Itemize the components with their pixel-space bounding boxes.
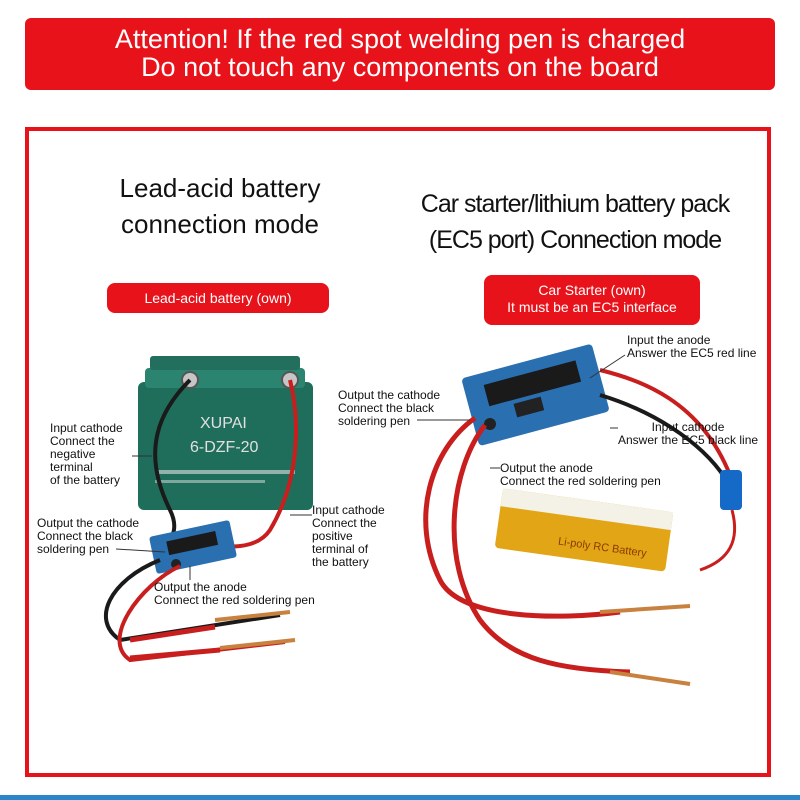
lead-acid-battery: XUPAI 6-DZF-20 xyxy=(138,356,313,510)
label-output-anode-left: Output the anode Connect the red solderi… xyxy=(154,580,315,607)
left-heading: Lead-acid battery connection mode xyxy=(95,170,345,242)
right-badge-line-2: It must be an EC5 interface xyxy=(507,299,677,315)
right-heading-line-1: Car starter/lithium battery pack xyxy=(420,190,730,218)
left-heading-line-1: Lead-acid battery xyxy=(119,173,321,203)
right-heading-line-2: (EC5 port) Connection mode xyxy=(428,226,722,254)
label-output-cathode-left: Output the cathode Connect the black sol… xyxy=(37,516,140,556)
label-output-anode-right: Output the anode Connect the red solderi… xyxy=(500,461,661,488)
left-spot-welder-board xyxy=(149,520,237,574)
label-output-cathode-right: Output the cathode Connect the black sol… xyxy=(338,388,441,428)
bottom-accent-bar xyxy=(0,795,800,800)
left-heading-line-2: connection mode xyxy=(120,209,320,239)
lipo-battery-pack: Li-poly RC Battery xyxy=(495,488,674,572)
label-input-anode-right: Input the anode Answer the EC5 red line xyxy=(627,333,757,360)
label-input-cathode-positive: Input cathode Connect the positive termi… xyxy=(312,503,385,569)
right-badge-line-1: Car Starter (own) xyxy=(538,282,646,298)
warning-line-2: Do not touch any components on the board xyxy=(141,52,659,82)
battery-model-text: 6-DZF-20 xyxy=(190,439,259,456)
right-source-badge: Car Starter (own) It must be an EC5 inte… xyxy=(484,275,700,325)
right-heading: Car starter/lithium battery pack (EC5 po… xyxy=(395,186,755,258)
ec5-connector xyxy=(720,470,742,510)
right-spot-welder-board xyxy=(462,344,609,446)
label-input-cathode-right: Input cathode Answer the EC5 black line xyxy=(618,420,759,447)
diagram-frame xyxy=(25,127,771,777)
warning-line-1: Attention! If the red spot welding pen i… xyxy=(114,24,686,54)
left-source-badge: Lead-acid battery (own) xyxy=(107,283,329,313)
battery-brand-text: XUPAI xyxy=(200,415,247,432)
warning-banner: Attention! If the red spot welding pen i… xyxy=(25,18,775,90)
label-input-cathode-negative: Input cathode Connect the negative termi… xyxy=(50,421,123,487)
